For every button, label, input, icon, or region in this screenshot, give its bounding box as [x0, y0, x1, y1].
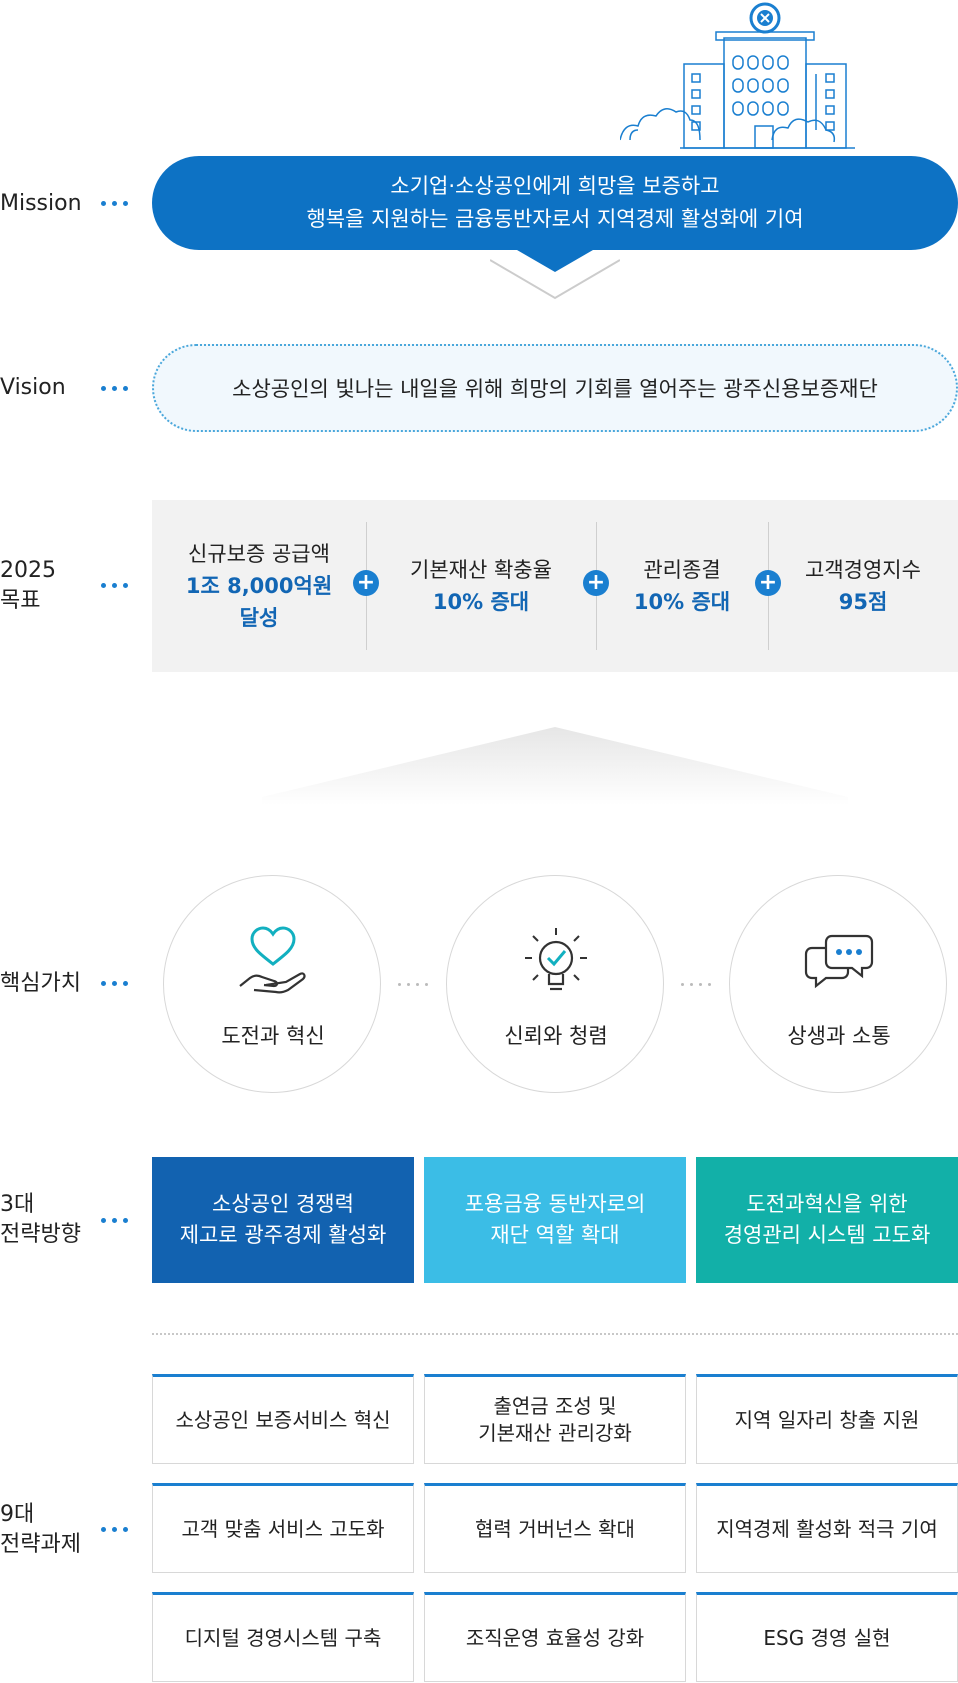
task-card: 출연금 조성 및 기본재산 관리강화	[424, 1374, 686, 1464]
core-value-communication: 상생과 소통	[729, 875, 947, 1093]
strategy-card: 소상공인 경쟁력 제고로 광주경제 활성화	[152, 1157, 414, 1283]
lightbulb-check-icon	[525, 928, 587, 991]
mission-line-1: 소기업·소상공인에게 희망을 보증하고	[390, 174, 720, 198]
task-card: 조직운영 효율성 강화	[424, 1592, 686, 1682]
core-value-label: 신뢰와 청렴	[504, 1024, 608, 1048]
goal-item-capital: 기본재산 확충율 10% 증대	[366, 500, 596, 672]
goal-value: 1조 8,000억원	[185, 574, 333, 598]
goal-value: 10% 증대	[432, 590, 530, 614]
task-text: 조직운영 효율성 강화	[465, 1625, 645, 1650]
strategy-line-1: 도전과혁신을 위한	[746, 1192, 908, 1216]
separator-dots	[398, 983, 428, 986]
tasks-label: 9대 전략과제	[0, 1500, 81, 1560]
strategies-label: 3대 전략방향	[0, 1190, 81, 1250]
task-text: 협력 거버넌스 확대	[475, 1516, 635, 1541]
goal-item-new-guarantee: 신규보증 공급액 1조 8,000억원 달성	[152, 500, 366, 672]
core-values-label: 핵심가치	[0, 971, 81, 996]
strategies-label-text: 전략방향	[0, 1222, 81, 1247]
vision-dots	[101, 386, 131, 392]
building-illustration	[620, 2, 855, 149]
goal-label: 신규보증 공급액	[188, 542, 330, 566]
strategy-line-2: 제고로 광주경제 활성화	[179, 1223, 387, 1247]
strategy-line-2: 재단 역할 확대	[490, 1223, 620, 1247]
goals-panel: 신규보증 공급액 1조 8,000억원 달성 기본재산 확충율 10% 증대 관…	[152, 500, 958, 672]
task-text: 지역경제 활성화 적극 기여	[716, 1516, 938, 1541]
section-divider-wedge	[262, 727, 848, 805]
goal-label: 고객경영지수	[805, 558, 921, 582]
core-value-challenge: 도전과 혁신	[163, 875, 381, 1093]
task-text-line-2: 기본재산 관리강화	[478, 1421, 632, 1445]
plus-icon: +	[353, 570, 379, 596]
core-value-label: 상생과 소통	[787, 1024, 891, 1048]
mission-statement: 소기업·소상공인에게 희망을 보증하고 행복을 지원하는 금융동반자로서 지역경…	[152, 156, 958, 250]
goal-label: 관리종결	[643, 558, 721, 582]
plus-icon: +	[755, 570, 781, 596]
vision-text: 소상공인의 빛나는 내일을 위해 희망의 기회를 열어주는 광주신용보증재단	[232, 377, 878, 401]
strategy-line-2: 경영관리 시스템 고도화	[723, 1223, 931, 1247]
task-text: 디지털 경영시스템 구축	[184, 1625, 382, 1650]
mission-arrow-icon	[490, 250, 620, 300]
task-card: ESG 경영 실현	[696, 1592, 958, 1682]
strategies-label-count: 3대	[0, 1192, 35, 1217]
goal-value: 95점	[838, 590, 888, 614]
goals-label-text: 목표	[0, 588, 41, 613]
heart-hand-icon	[239, 926, 306, 994]
tasks-dots	[101, 1527, 131, 1533]
goal-label: 기본재산 확충율	[410, 558, 552, 582]
plus-icon: +	[583, 570, 609, 596]
task-text: ESG 경영 실현	[763, 1625, 891, 1650]
section-separator	[152, 1333, 958, 1335]
strategy-card: 포용금융 동반자로의 재단 역할 확대	[424, 1157, 686, 1283]
task-card: 지역 일자리 창출 지원	[696, 1374, 958, 1464]
task-text: 고객 맞춤 서비스 고도화	[181, 1516, 385, 1541]
task-card: 고객 맞춤 서비스 고도화	[152, 1483, 414, 1573]
strategies-dots	[101, 1218, 131, 1224]
strategy-line-1: 포용금융 동반자로의	[464, 1192, 646, 1216]
strategy-line-1: 소상공인 경쟁력	[212, 1192, 354, 1216]
goals-label-year: 2025	[0, 558, 56, 583]
task-card: 협력 거버넌스 확대	[424, 1483, 686, 1573]
vision-statement: 소상공인의 빛나는 내일을 위해 희망의 기회를 열어주는 광주신용보증재단	[152, 344, 958, 432]
vision-label: Vision	[0, 375, 66, 400]
tasks-label-text: 전략과제	[0, 1532, 81, 1557]
task-card: 지역경제 활성화 적극 기여	[696, 1483, 958, 1573]
mission-label: Mission	[0, 191, 82, 216]
task-text: 소상공인 보증서비스 혁신	[175, 1407, 391, 1432]
tasks-label-count: 9대	[0, 1502, 35, 1527]
core-values-dots	[101, 981, 131, 987]
goal-value-suffix: 달성	[239, 606, 279, 630]
strategy-card: 도전과혁신을 위한 경영관리 시스템 고도화	[696, 1157, 958, 1283]
goals-dots	[101, 583, 131, 589]
task-card: 소상공인 보증서비스 혁신	[152, 1374, 414, 1464]
goal-value: 10% 증대	[633, 590, 731, 614]
mission-dots	[101, 201, 131, 207]
separator-dots	[681, 983, 711, 986]
goal-item-customer-index: 고객경영지수 95점	[768, 500, 958, 672]
task-text: 지역 일자리 창출 지원	[734, 1407, 920, 1432]
core-value-label: 도전과 혁신	[221, 1024, 325, 1048]
goal-item-closure: 관리종결 10% 증대	[596, 500, 768, 672]
task-text: 출연금 조성 및	[493, 1394, 617, 1418]
mission-line-2: 행복을 지원하는 금융동반자로서 지역경제 활성화에 기여	[306, 207, 804, 231]
goals-label: 2025 목표	[0, 556, 56, 616]
task-card: 디지털 경영시스템 구축	[152, 1592, 414, 1682]
core-value-trust: 신뢰와 청렴	[446, 875, 664, 1093]
speech-bubbles-icon	[804, 934, 874, 989]
